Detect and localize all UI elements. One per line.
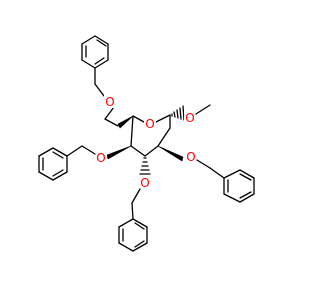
bond — [130, 115, 134, 147]
bond — [132, 242, 148, 252]
wedge-bond — [106, 145, 132, 160]
bond — [118, 242, 134, 252]
bond — [196, 159, 211, 169]
methoxy-oxygen-atom: O — [184, 111, 196, 125]
atom-bg — [139, 176, 151, 189]
structure-canvas: O O — [38, 35, 255, 252]
oxygen-label: O — [145, 117, 154, 131]
bond — [94, 83, 105, 97]
hash-line — [179, 107, 182, 120]
double-bond — [52, 169, 64, 177]
bond — [132, 218, 148, 228]
oxygen-atom-c3: O — [139, 176, 151, 190]
bond — [94, 35, 109, 45]
bond — [223, 193, 241, 203]
double-bond — [239, 191, 252, 199]
double-bond — [94, 57, 105, 65]
pyranose-ring — [130, 114, 171, 157]
atom-bg — [184, 111, 196, 124]
benzene-ring-top — [81, 35, 109, 69]
bond — [118, 218, 134, 228]
atom-bg — [104, 95, 116, 108]
hash-line — [182, 105, 185, 121]
bond — [104, 118, 119, 127]
bond — [38, 171, 54, 181]
bond — [157, 127, 171, 147]
bond — [239, 193, 255, 203]
double-bond — [96, 39, 107, 47]
benzene-ring-bottom — [118, 218, 148, 252]
double-bond — [239, 173, 252, 181]
bond — [144, 145, 159, 157]
molecule-diagram: O O — [38, 35, 255, 252]
bond — [81, 145, 96, 155]
atom-bg — [144, 117, 156, 130]
oxygen-atom-c2: O — [185, 150, 197, 164]
methyl-bond — [195, 104, 211, 115]
hash-line — [176, 109, 179, 119]
double-bond — [134, 222, 145, 230]
hashed-bond — [171, 105, 185, 121]
double-bond — [134, 240, 145, 248]
bond — [239, 169, 255, 179]
atom-bg — [185, 150, 197, 163]
bond — [52, 147, 68, 157]
ring-oxygen-atom: O — [144, 117, 156, 131]
bond — [132, 115, 145, 123]
bond — [52, 171, 68, 181]
oxygen-atom: O — [104, 95, 116, 109]
hashed-bond — [139, 157, 151, 175]
bond — [209, 167, 225, 179]
bond — [38, 147, 54, 157]
bond — [155, 114, 171, 123]
bond — [131, 188, 141, 204]
atom-bg — [95, 151, 107, 164]
oxygen-atom-c4: O — [95, 151, 107, 165]
wedge-bond — [117, 115, 134, 129]
hash-line — [173, 111, 176, 118]
bond — [66, 145, 83, 157]
bond — [81, 35, 96, 45]
oxygen-label: O — [105, 95, 114, 109]
benzene-ring-left — [38, 147, 68, 181]
wedge-bond — [157, 145, 184, 162]
bond — [81, 59, 96, 69]
bond — [223, 169, 241, 179]
bond — [104, 106, 115, 120]
oxygen-label: O — [186, 150, 195, 164]
oxygen-label: O — [96, 151, 105, 165]
bond — [94, 59, 109, 69]
bond — [131, 202, 134, 220]
benzene-ring-right — [223, 169, 255, 203]
bond — [130, 145, 146, 157]
double-bond — [52, 151, 64, 159]
oxygen-label: O — [185, 111, 194, 125]
oxygen-label: O — [140, 176, 149, 190]
